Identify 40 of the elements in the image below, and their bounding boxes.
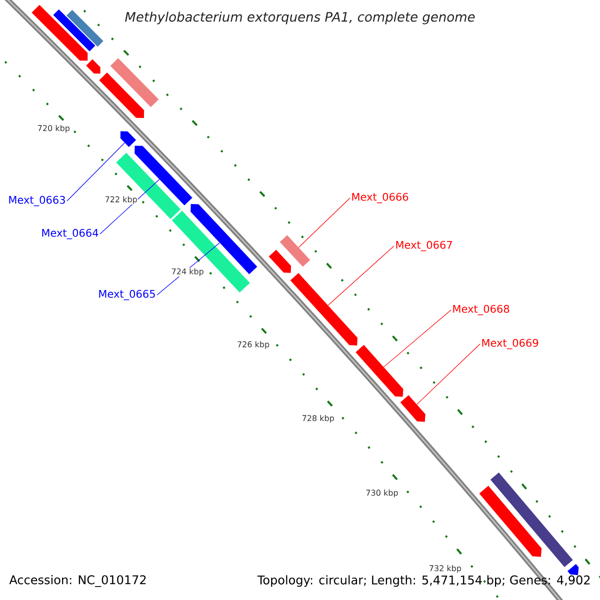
gene-feature (99, 72, 144, 118)
gene-feature (490, 472, 573, 568)
scale-label: 720 kbp (36, 124, 70, 134)
gene-feature (172, 210, 250, 292)
gene-feature (567, 564, 579, 576)
scale-label: 726 kbp (236, 340, 270, 350)
gene-feature (86, 59, 100, 74)
gene-feature (268, 250, 292, 273)
scale-label: 724 kbp (170, 268, 204, 276)
footer-text: Topology: circular; Length: 5,471,154 bp; Genes: 4,902 (257, 575, 590, 587)
leader-line (416, 344, 480, 405)
gene-feature (280, 235, 310, 267)
title: Methylobacterium extorquens PA1, complete genome (125, 12, 475, 24)
gene-label: Mext_0664 (42, 228, 98, 240)
scale-label: 722 kbp (104, 196, 138, 204)
gene-feature (479, 486, 542, 557)
scale-label: 728 kbp (301, 414, 335, 424)
gene-feature (53, 9, 96, 52)
leader-line (66, 142, 125, 202)
gene-label: Mext_0663 (9, 196, 65, 206)
leader-line (328, 246, 394, 306)
gene-label: Mext_0665 (99, 290, 155, 300)
gene-feature (66, 10, 104, 47)
leader-line (298, 198, 350, 248)
leader-line (384, 310, 452, 368)
footer-text: Accession: NC_010172 (9, 575, 146, 587)
gene-feature (32, 4, 88, 61)
gene-label: Mext_0669 (482, 338, 538, 350)
gene-label: Mext_0667 (396, 240, 452, 252)
gene-feature (190, 204, 258, 274)
leader-line (100, 179, 160, 234)
scale-label: 730 kbp (365, 489, 399, 498)
gene-feature (356, 344, 404, 397)
gene-label: Mext_0668 (453, 304, 510, 316)
gene-label: Mext_0666 (352, 192, 408, 204)
gene-feature (400, 395, 426, 422)
gene-feature (290, 272, 358, 346)
gene-feature (110, 58, 159, 108)
scale-label: 732 kbp (428, 564, 462, 574)
gene-feature (120, 131, 136, 147)
